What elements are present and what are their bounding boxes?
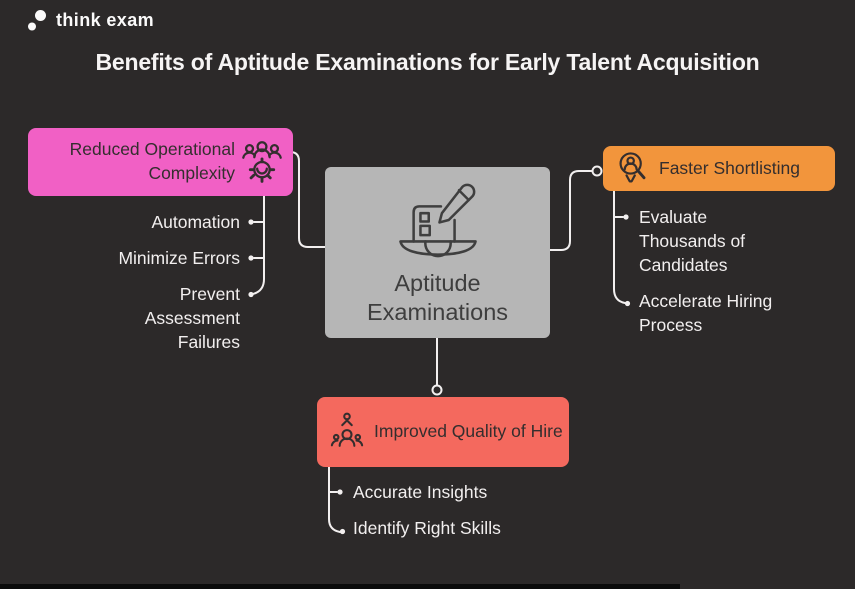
list-item-automation: Automation: [151, 212, 240, 232]
laptop-exam-icon: [394, 181, 482, 259]
node-faster-shortlisting: Faster Shortlisting: [603, 146, 835, 191]
page-title: Benefits of Aptitude Examinations for Ea…: [95, 49, 760, 75]
node-label: Faster Shortlisting: [659, 157, 801, 178]
list-item-evaluate-thousands: Evaluate Thousands of Candidates: [639, 207, 746, 275]
node-label: Reduced Operational Complexity: [69, 139, 235, 183]
node-improved-quality-of-hire: Improved Quality of Hire: [317, 397, 569, 467]
team-gear-icon: [239, 139, 285, 185]
brand-logo: think exam: [26, 7, 154, 34]
list-item-accelerate-hiring: Accelerate Hiring Process: [639, 291, 773, 335]
list-item-accurate-insights: Accurate Insights: [353, 482, 488, 502]
node-label: Improved Quality of Hire: [374, 421, 563, 442]
bottom-bar: [0, 584, 680, 589]
thinkexam-logo-icon: [28, 10, 46, 31]
brand-logo-text: think exam: [56, 10, 155, 30]
node-label: Aptitude Examinations: [366, 270, 509, 326]
node-aptitude-examinations: Aptitude Examinations: [325, 167, 550, 338]
quality-hire-icon: [328, 410, 366, 454]
list-item-prevent-assessment-failures: Prevent Assessment Failures: [144, 284, 240, 352]
candidate-search-icon: [616, 150, 649, 188]
list-item-minimize-errors: Minimize Errors: [118, 248, 240, 268]
node-reduced-operational-complexity: Reduced Operational Complexity: [28, 128, 293, 196]
list-item-identify-right-skills: Identify Right Skills: [353, 518, 501, 538]
